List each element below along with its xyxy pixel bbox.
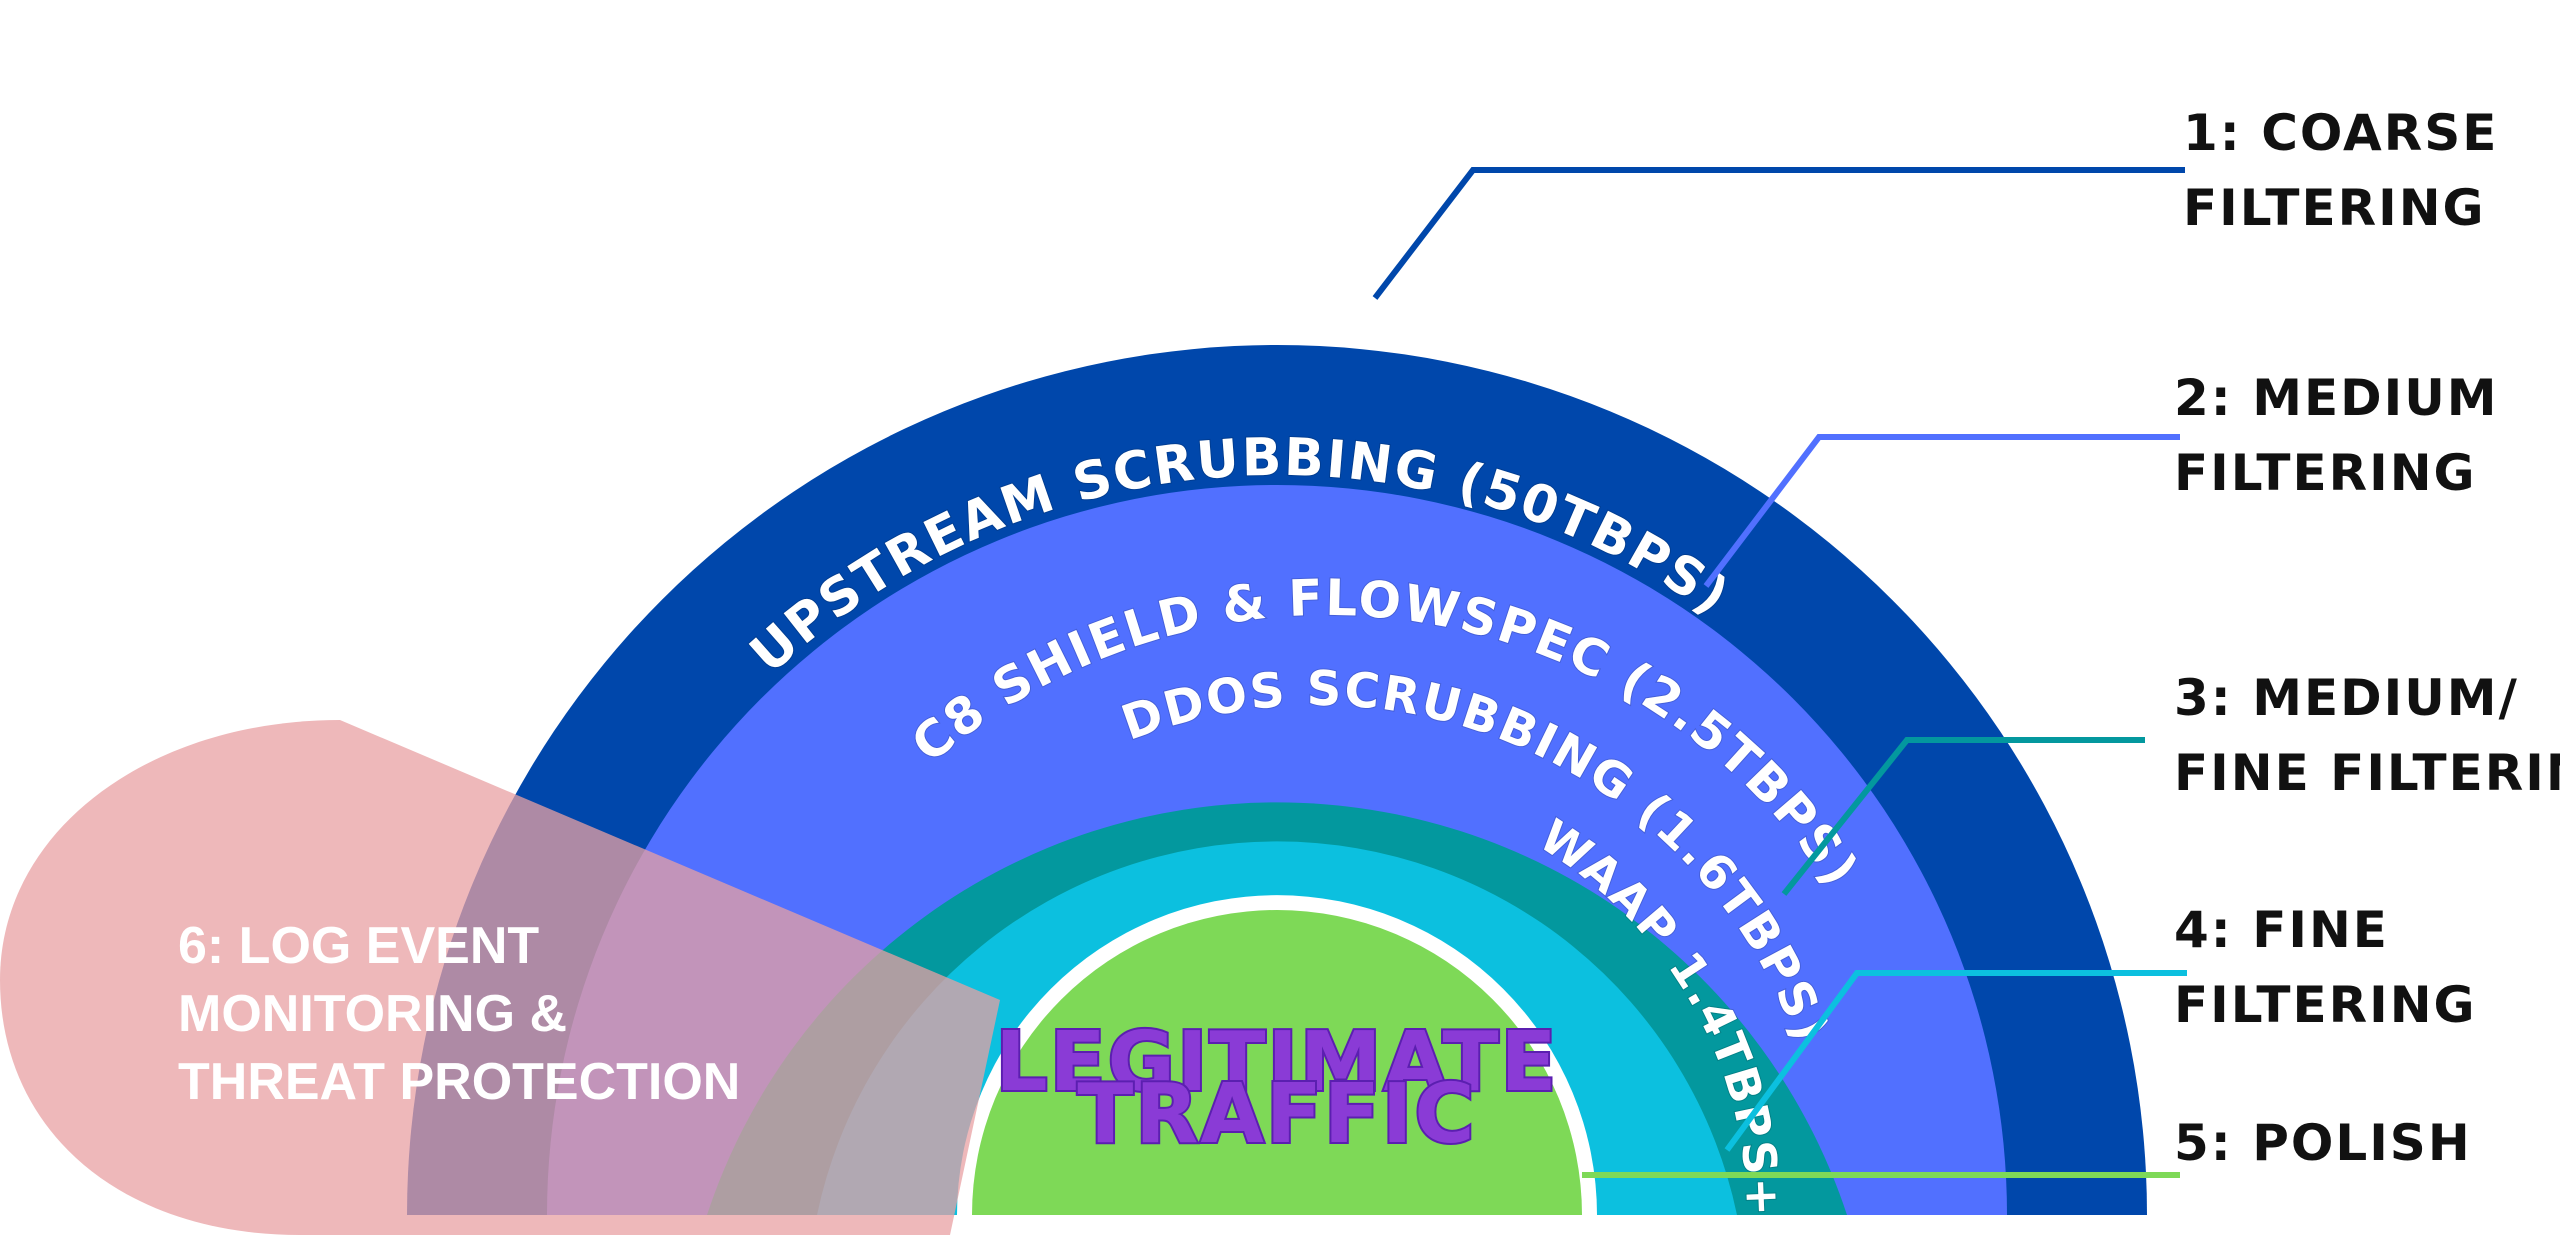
layer-1-line2: FILTERING [2183,179,2486,237]
log-monitoring-line3: THREAT PROTECTION [178,1053,740,1111]
layer-4-line1: 4: FINE [2174,901,2389,959]
core-label-line1: LEGITIMATE [995,1015,1558,1110]
log-monitoring-line2: MONITORING & [178,985,567,1043]
connector-layer-1 [1372,167,2185,300]
layer-3-line1: 3: MEDIUM/ [2174,669,2519,727]
layer-5-line1: 5: POLISH [2174,1114,2472,1172]
connector-layer-4 [1724,970,2187,1152]
layer-2-line2: FILTERING [2174,444,2477,502]
core-legitimate-traffic [972,910,1582,1215]
connector-layer-2 [1703,434,2180,588]
core-label-line2: TRAFFIC [1077,1067,1476,1162]
layer-4-line2: FILTERING [2174,976,2477,1034]
layer-2-line1: 2: MEDIUM [2174,369,2499,427]
log-monitoring-line1: 6: LOG EVENT [178,917,539,975]
layer-1-line1: 1: COARSE [2183,104,2498,162]
log-monitoring-shape [0,720,1000,1235]
layer-3-line2: FINE FILTERING [2174,744,2560,802]
connector-layer-3 [1781,737,2145,896]
